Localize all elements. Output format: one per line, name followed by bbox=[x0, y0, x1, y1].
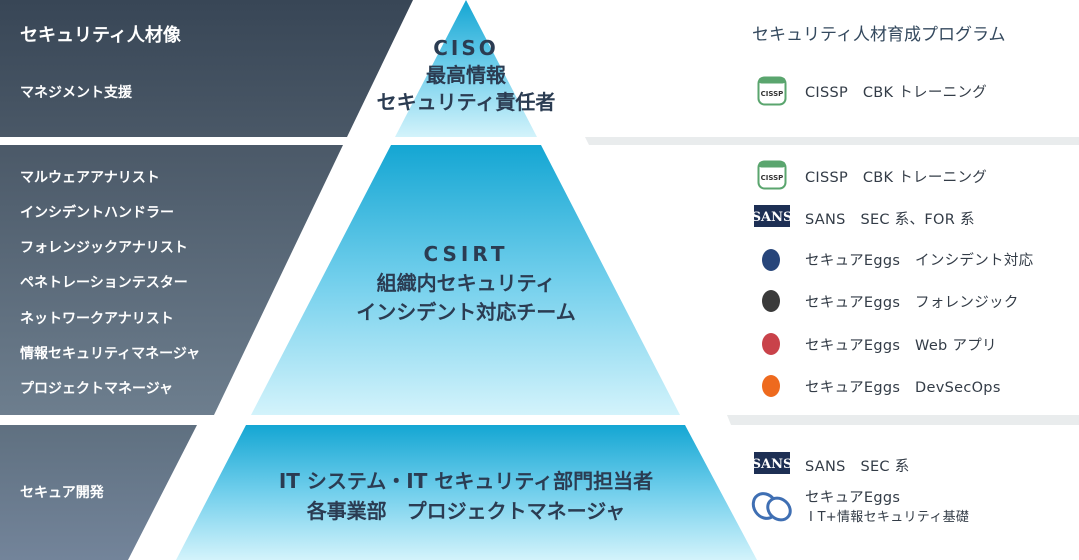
sans-logo-icon: SANS bbox=[752, 452, 792, 478]
outline-eggs-icon bbox=[750, 490, 796, 528]
program-label: SANS SEC 系、FOR 系 bbox=[805, 212, 975, 228]
pyramid-tier-bottom bbox=[176, 425, 757, 560]
program-label-multiline: セキュアEggs I T+情報セキュリティ基礎 bbox=[805, 489, 969, 527]
pyramid-tier-middle bbox=[251, 145, 680, 415]
svg-text:CISSP: CISSP bbox=[761, 174, 784, 182]
ciso-label: CISO bbox=[433, 36, 499, 60]
left-band-bottom bbox=[0, 425, 197, 560]
csirt-label: CSIRT bbox=[423, 242, 509, 266]
role-item: ペネトレーションテスター bbox=[20, 275, 188, 291]
program-label: セキュアEggs インシデント対応 bbox=[805, 253, 1034, 269]
right-band-top bbox=[585, 137, 1079, 145]
pyramid-top-text: CISO 最高情報 セキュリティ責任者 bbox=[366, 35, 566, 116]
pyramid-tier-top bbox=[395, 0, 537, 137]
program-label: CISSP CBK トレーニング bbox=[805, 170, 988, 186]
role-secure-development: セキュア開発 bbox=[20, 485, 104, 501]
ciso-desc-1: 最高情報 bbox=[426, 63, 506, 87]
svg-text:CISSP: CISSP bbox=[761, 90, 784, 98]
svg-text:SANS: SANS bbox=[754, 210, 790, 225]
role-item: フォレンジックアナリスト bbox=[20, 240, 188, 256]
role-item: プロジェクトマネージャ bbox=[20, 381, 174, 397]
left-band-top bbox=[0, 0, 413, 137]
csirt-desc-1: 組織内セキュリティ bbox=[376, 271, 556, 295]
program-label: セキュアEggs Web アプリ bbox=[805, 338, 997, 354]
right-panel-title: セキュリティ人材育成プログラム bbox=[752, 25, 1006, 45]
program-label: セキュアEggs フォレンジック bbox=[805, 295, 1019, 311]
program-sublabel: I T+情報セキュリティ基礎 bbox=[809, 510, 970, 525]
left-band-middle bbox=[0, 145, 343, 415]
pyramid-bottom-text: IT システム・IT セキュリティ部門担当者 各事業部 プロジェクトマネージャ bbox=[216, 466, 716, 526]
program-label: SANS SEC 系 bbox=[805, 459, 910, 475]
role-item: インシデントハンドラー bbox=[20, 205, 174, 221]
role-item: ネットワークアナリスト bbox=[20, 311, 174, 327]
orange-egg-icon bbox=[760, 370, 782, 402]
role-item: マルウェアアナリスト bbox=[20, 170, 160, 186]
program-label: セキュアEggs bbox=[805, 490, 901, 506]
red-egg-icon bbox=[760, 328, 782, 360]
role-management-support: マネジメント支援 bbox=[20, 85, 132, 101]
program-label: セキュアEggs DevSecOps bbox=[805, 380, 1001, 396]
right-band-middle bbox=[727, 415, 1079, 425]
ciso-desc-2: セキュリティ責任者 bbox=[376, 90, 556, 114]
blue-egg-icon bbox=[760, 244, 782, 276]
black-egg-icon bbox=[760, 285, 782, 317]
program-label: CISSP CBK トレーニング bbox=[805, 85, 988, 101]
left-panel-title: セキュリティ人材像 bbox=[20, 25, 181, 46]
svg-text:SANS: SANS bbox=[754, 457, 790, 472]
it-staff-label: IT システム・IT セキュリティ部門担当者 bbox=[278, 469, 654, 493]
cissp-badge-icon: CISSP bbox=[757, 76, 787, 110]
role-item: 情報セキュリティマネージャ bbox=[20, 346, 201, 362]
pyramid-middle-text: CSIRT 組織内セキュリティ インシデント対応チーム bbox=[316, 240, 616, 327]
project-manager-label: 各事業部 プロジェクトマネージャ bbox=[306, 499, 626, 523]
sans-logo-icon: SANS bbox=[752, 205, 792, 231]
csirt-desc-2: インシデント対応チーム bbox=[356, 300, 576, 324]
cissp-badge-icon: CISSP bbox=[757, 160, 787, 194]
